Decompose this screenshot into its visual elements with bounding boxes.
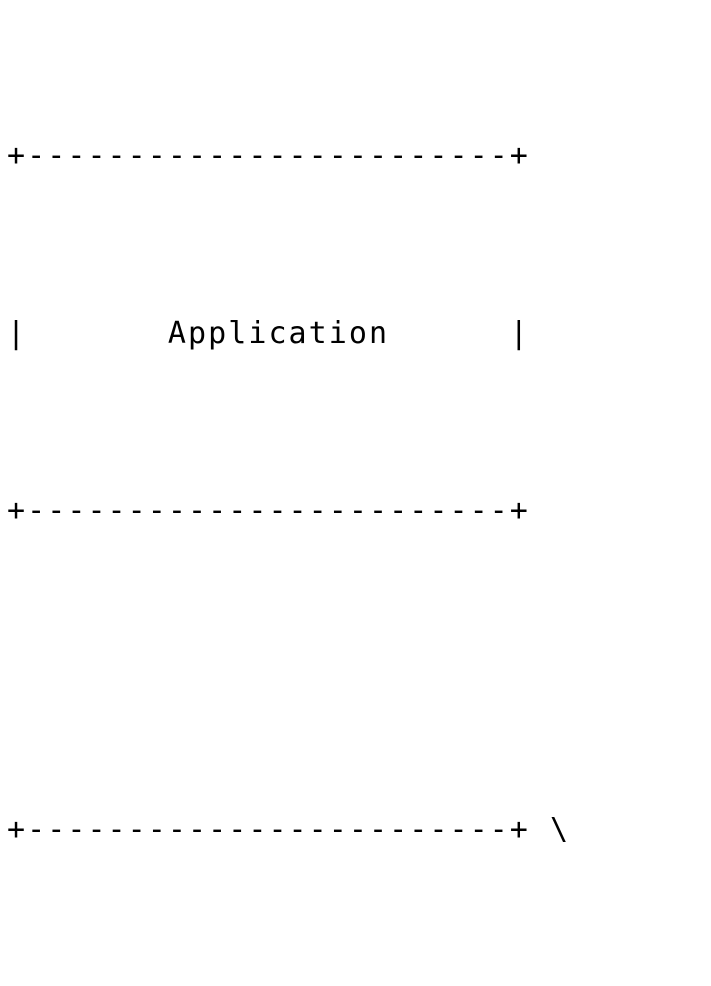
spacer-row-upper [7, 667, 671, 675]
coap-layering-diagram: +------------------------+ | Application… [0, 0, 711, 493]
application-box-label-row: | Application | [7, 312, 671, 356]
ascii-art-canvas: +------------------------+ | Application… [7, 1, 671, 986]
coap-box-top-border: +------------------------+ \ [7, 808, 671, 852]
application-box-top-border: +------------------------+ [7, 134, 671, 178]
application-box-bottom-border: +------------------------+ [7, 489, 671, 533]
